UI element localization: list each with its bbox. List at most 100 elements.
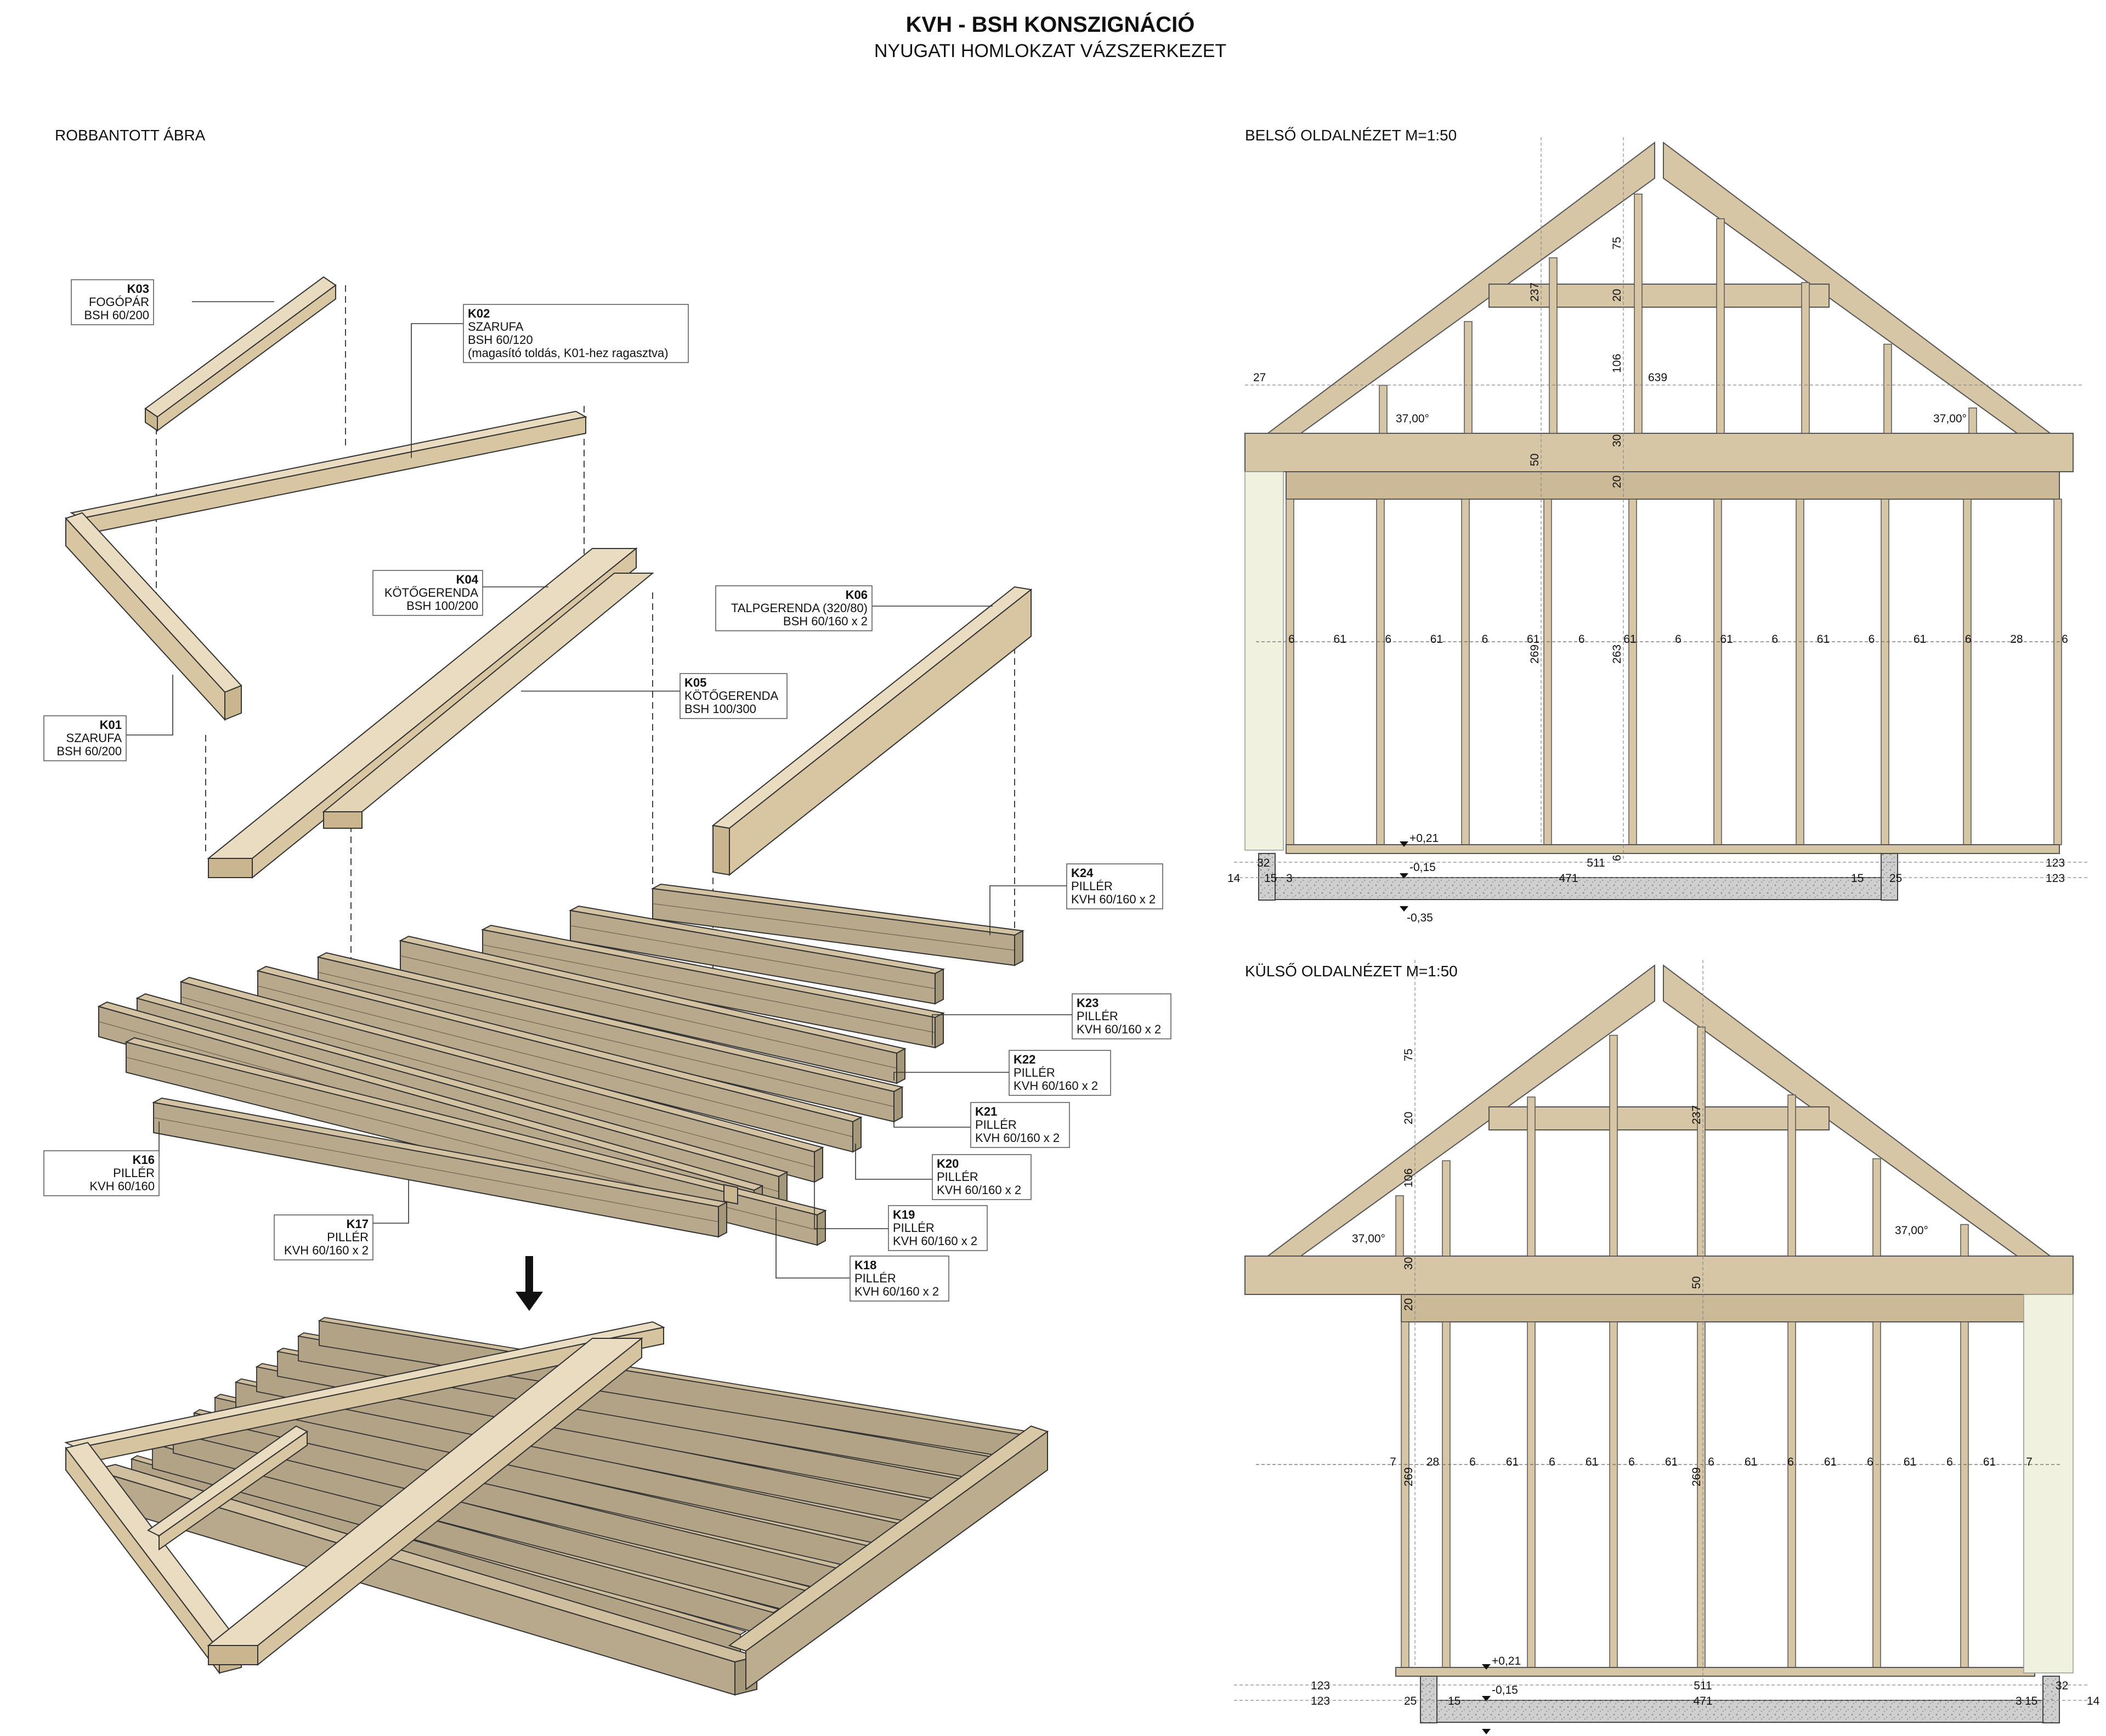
top-plate xyxy=(1286,471,2060,500)
level-m035: -0,35 xyxy=(1407,912,1433,924)
dim-106: 106 xyxy=(1611,354,1623,373)
level-marker xyxy=(1400,906,1408,912)
spacing-dim: 61 xyxy=(1333,633,1346,646)
assembly-arrow xyxy=(516,1256,543,1311)
stud-beam-end xyxy=(1014,930,1023,966)
label-box-k18 xyxy=(850,1256,949,1302)
label-k05-line: K05 xyxy=(684,676,706,689)
label-k16-line: PILLÉR xyxy=(113,1166,155,1180)
label-k22-line: PILLÉR xyxy=(1014,1066,1055,1079)
insulation-panel xyxy=(1244,471,1284,851)
label-k17-line: K17 xyxy=(347,1217,369,1231)
label-box-k17 xyxy=(274,1214,373,1260)
gable-stud xyxy=(1960,1224,1969,1257)
gable-stud xyxy=(1883,343,1892,434)
label-k02-line: (magasító toldás, K01-hez ragasztva) xyxy=(468,346,669,360)
dim-14: 14 xyxy=(2087,1695,2100,1707)
level-marker xyxy=(1482,1664,1491,1670)
k04-k05-tie-beams xyxy=(207,547,654,879)
spacing-dim: 61 xyxy=(1904,1456,1916,1468)
dim-15b: 15 xyxy=(1851,872,1864,885)
level-marker xyxy=(1482,1696,1491,1701)
label-k01-line: SZARUFA xyxy=(66,731,122,745)
gable-stud xyxy=(1442,1160,1451,1257)
spacing-dim: 61 xyxy=(1430,633,1443,646)
label-k18-line: KVH 60/160 x 2 xyxy=(854,1285,939,1298)
spacing-dim: 6 xyxy=(1469,1456,1476,1468)
label-box-k06 xyxy=(715,585,873,631)
label-k03-line: BSH 60/200 xyxy=(84,308,149,322)
spacing-dim: 6 xyxy=(2062,633,2068,646)
label-k19-line: K19 xyxy=(893,1208,915,1222)
foundation-slab xyxy=(1420,1700,2060,1723)
stud-beam-seam xyxy=(482,944,936,1033)
assembled-left-rafter-side xyxy=(65,1446,220,1675)
label-k17-line: KVH 60/160 x 2 xyxy=(284,1243,369,1257)
level-p021: +0,21 xyxy=(1409,832,1439,845)
wall-stud xyxy=(1543,499,1552,845)
stud-beam-seam xyxy=(570,925,936,989)
dim-123b: 123 xyxy=(1311,1695,1330,1707)
wall-stud xyxy=(1527,1321,1536,1668)
spacing-dim: 61 xyxy=(1983,1456,1996,1468)
dim-30: 30 xyxy=(1611,434,1623,447)
spacing-dim: 6 xyxy=(1675,633,1682,646)
wall-stud xyxy=(1461,499,1470,845)
top-plate xyxy=(1401,1294,2030,1322)
dim-15a: 15 xyxy=(1448,1695,1460,1707)
angle-left: 37,00° xyxy=(1396,412,1429,425)
level-marker xyxy=(1400,873,1408,879)
label-k06-line: BSH 60/160 x 2 xyxy=(783,614,868,628)
dim-30: 30 xyxy=(1402,1257,1415,1270)
label-box-k02 xyxy=(463,304,689,363)
spacing-dim: 6 xyxy=(1385,633,1391,646)
label-k04-line: BSH 100/200 xyxy=(406,599,478,613)
collar-beam xyxy=(1488,1106,1830,1130)
label-k06-line: TALPGERENDA (320/80) xyxy=(731,601,868,615)
k06-sole-plate xyxy=(711,586,1033,877)
dim-50: 50 xyxy=(1690,1276,1703,1289)
label-box-k19 xyxy=(888,1205,988,1251)
dim-123a: 123 xyxy=(2046,857,2065,869)
spacing-dim: 28 xyxy=(1426,1456,1439,1468)
dim-50: 50 xyxy=(1528,454,1541,466)
dim-27: 27 xyxy=(1253,371,1266,384)
spacing-dim: 6 xyxy=(1946,1456,1953,1468)
dim-471: 471 xyxy=(1693,1695,1712,1707)
spacing-dim: 6 xyxy=(1965,633,1972,646)
angle-right: 37,00° xyxy=(1933,412,1967,425)
label-k23-line: KVH 60/160 x 2 xyxy=(1077,1022,1161,1036)
angle-right: 37,00° xyxy=(1895,1224,1928,1237)
angle-left: 37,00° xyxy=(1352,1232,1385,1245)
dim-237: 237 xyxy=(1528,282,1541,302)
stud-beams xyxy=(97,883,1025,1246)
spacing-dim: 6 xyxy=(1771,633,1778,646)
wall-stud xyxy=(2053,499,2062,845)
stud-beam-end xyxy=(814,1146,823,1183)
dim-269: 269 xyxy=(1528,644,1541,664)
tie-beam xyxy=(1244,433,2074,472)
dim-511: 511 xyxy=(1587,857,1605,869)
wall-stud xyxy=(1401,1321,1409,1668)
spacing-dim: 61 xyxy=(1817,633,1830,646)
wall-stud xyxy=(1628,499,1637,845)
stud-beam-end xyxy=(935,968,944,1005)
stud-beam-end xyxy=(852,1116,862,1153)
label-box-k04 xyxy=(372,570,483,616)
stud-beam-end xyxy=(935,1012,944,1049)
level-m015: -0,15 xyxy=(1409,861,1436,874)
spacing-dim: 6 xyxy=(1578,633,1585,646)
spacing-dim: 7 xyxy=(1390,1456,1396,1468)
foundation-wall-right xyxy=(1881,853,1898,901)
main-title: KVH - BSH KONSZIGNÁCIÓ xyxy=(906,12,1195,37)
label-k02-line: SZARUFA xyxy=(468,320,524,333)
wall-stud xyxy=(1376,499,1385,845)
label-k20-line: KVH 60/160 x 2 xyxy=(937,1183,1021,1197)
spacing-dim: 6 xyxy=(1549,1456,1555,1468)
spacing-dim: 6 xyxy=(1869,633,1875,646)
label-k17-line: PILLÉR xyxy=(327,1230,369,1244)
dim-511: 511 xyxy=(1694,1680,1712,1692)
